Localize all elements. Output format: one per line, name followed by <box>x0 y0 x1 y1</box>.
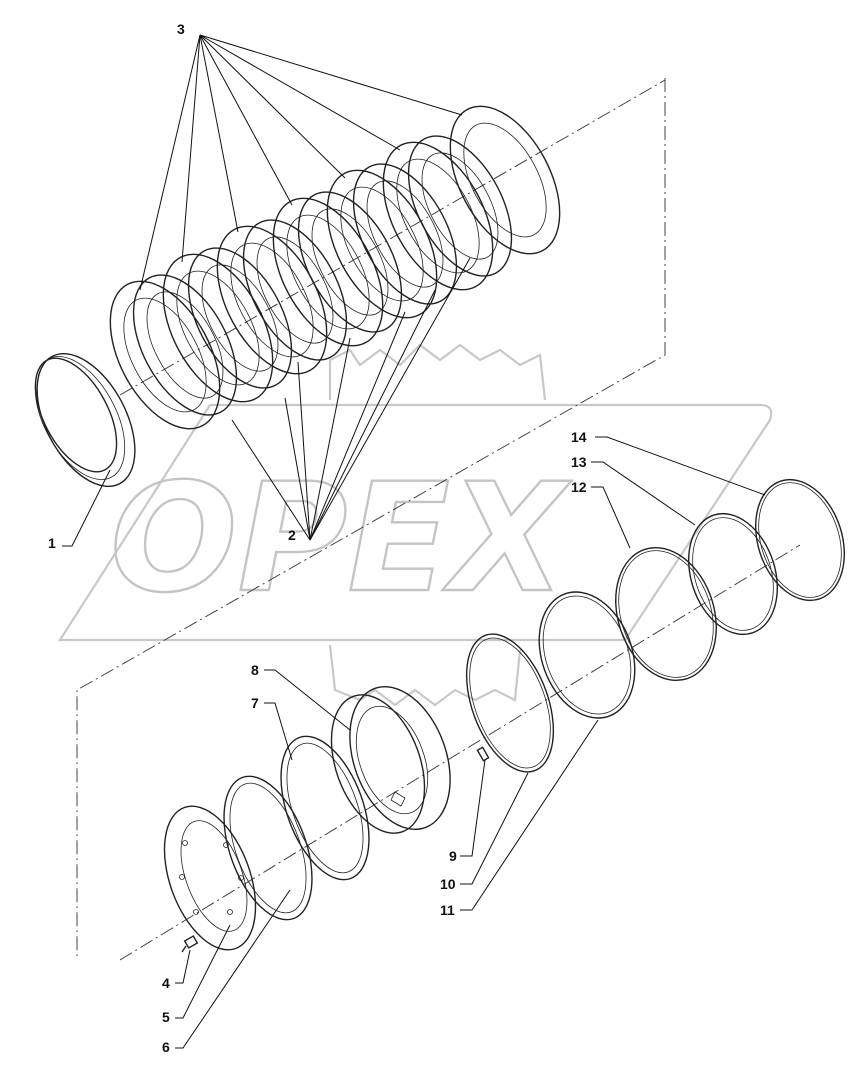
plate-12 <box>407 135 513 277</box>
callout-7: 7 <box>251 695 259 711</box>
part-13-ring <box>687 512 779 636</box>
part-4-screw <box>181 935 199 953</box>
callout-8: 8 <box>251 662 259 678</box>
part-14-ring <box>754 478 846 602</box>
part-6-ring <box>223 775 313 921</box>
callout-14: 14 <box>571 429 587 445</box>
assembly-axis-lines <box>76 78 801 961</box>
clutch-plate-stack <box>109 105 561 430</box>
callout-11: 11 <box>440 902 455 918</box>
plate-3 <box>162 253 274 403</box>
callout-2: 2 <box>288 527 296 543</box>
callout-4: 4 <box>162 975 170 991</box>
plate-13 <box>449 105 561 255</box>
callout-9: 9 <box>449 848 457 864</box>
plate-2 <box>132 274 238 416</box>
callout-6: 6 <box>162 1039 170 1055</box>
callout-5: 5 <box>162 1009 170 1025</box>
part-5-flange <box>163 805 257 951</box>
callout-10: 10 <box>440 876 456 892</box>
plate-10 <box>352 163 458 305</box>
opex-watermark-logo: OPEX <box>57 343 773 707</box>
plate-4 <box>187 247 293 389</box>
callout-labels: 3 2 1 4 5 6 7 8 9 10 11 12 13 14 <box>48 21 587 1055</box>
plate-8 <box>297 191 403 333</box>
part-8-piston <box>330 686 451 834</box>
callout-12: 12 <box>571 479 587 495</box>
plate-11 <box>382 141 494 291</box>
part-7-ring <box>280 735 370 881</box>
watermark-text: OPEX <box>110 452 572 626</box>
leader-lines <box>62 34 766 1049</box>
plate-6 <box>242 219 348 361</box>
plate-1 <box>109 280 221 430</box>
part-10-ring <box>465 633 555 773</box>
part-9-pin <box>476 746 490 762</box>
callout-1: 1 <box>48 535 56 551</box>
part-12-ring <box>615 546 717 682</box>
callout-13: 13 <box>571 454 587 470</box>
callout-3: 3 <box>177 21 185 37</box>
part-1-washer <box>34 353 136 487</box>
